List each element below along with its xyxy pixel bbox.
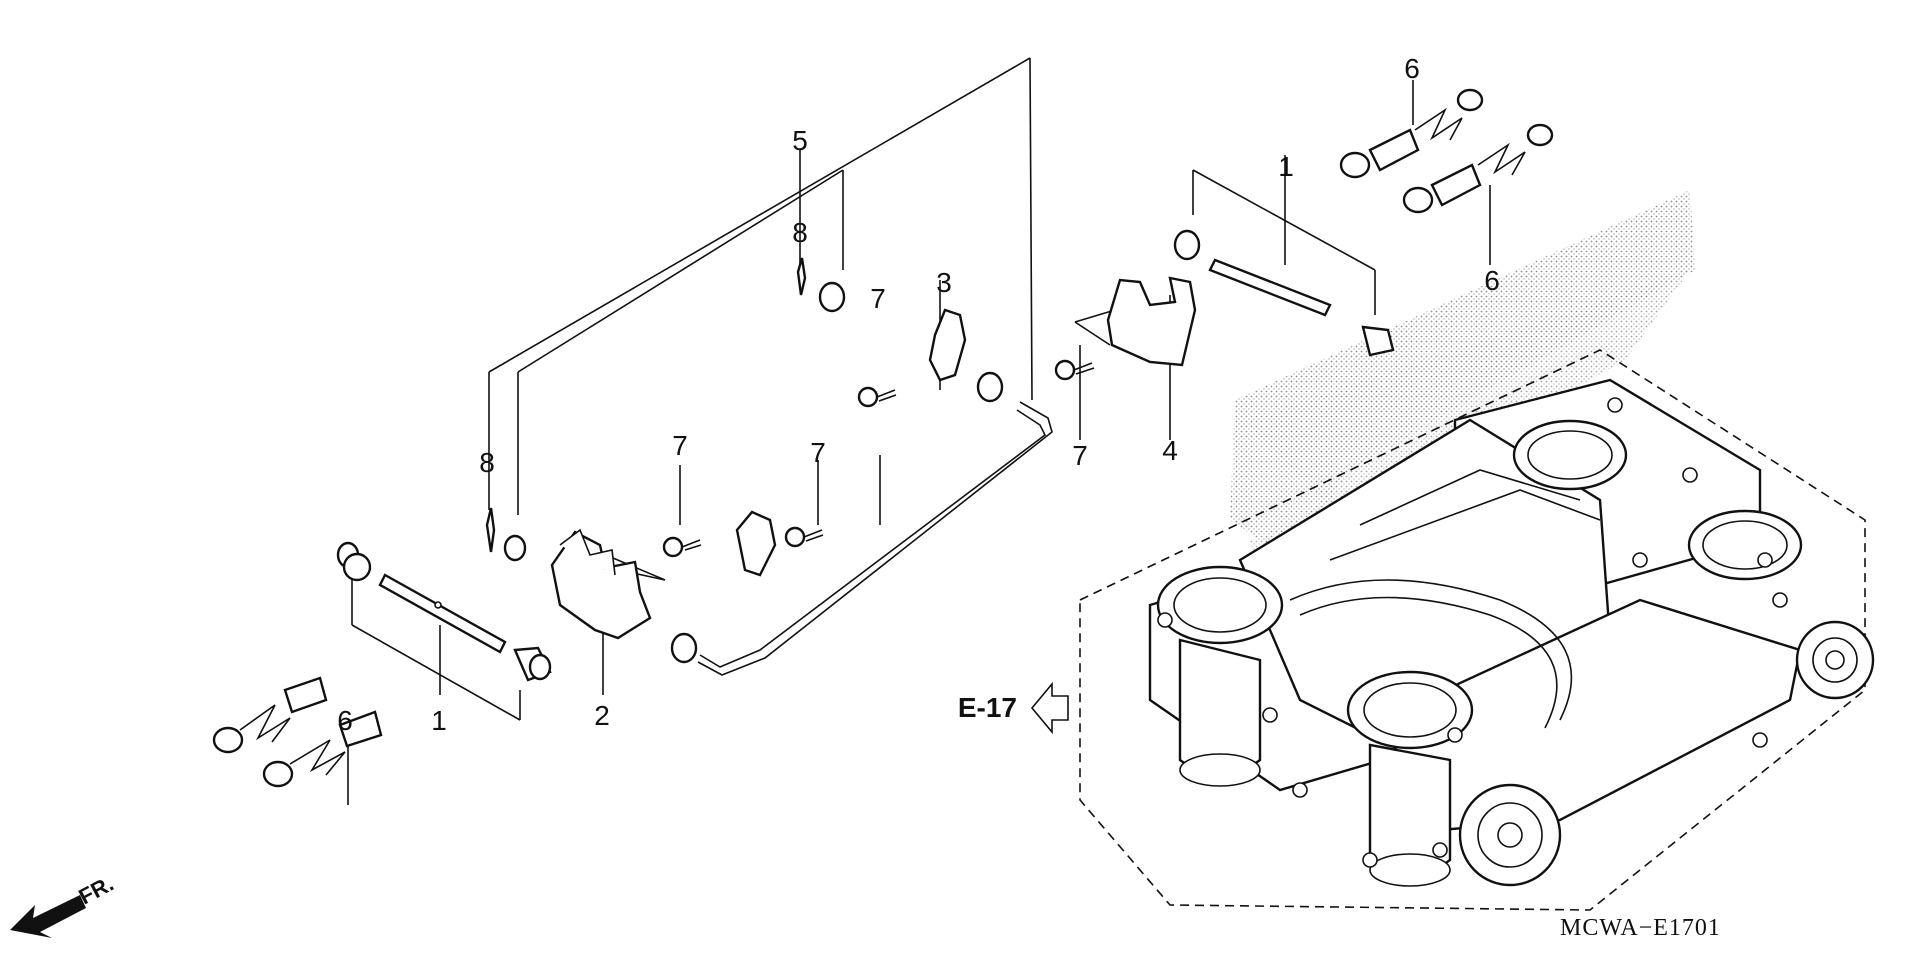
adjust-screw-right-lower: [1402, 123, 1554, 214]
callout-1-right: 1: [1278, 151, 1294, 182]
callout-labels: 6 1 2 8 5 8 7 3 7 7 7 4 1 6 6: [337, 53, 1500, 736]
callout-4: 4: [1162, 435, 1178, 466]
screw-7d: [1054, 359, 1095, 381]
callout-7-left: 7: [672, 430, 688, 461]
screw-7c: [857, 386, 897, 408]
reference-pointer: E-17: [958, 681, 1069, 735]
callout-7-mid: 7: [810, 437, 826, 468]
adjust-screw-right-upper: [1339, 88, 1484, 179]
drawing-code: MCWA−E1701: [1560, 915, 1721, 941]
front-arrow-icon: [10, 895, 86, 938]
callout-7-top: 7: [870, 283, 886, 314]
screw-7a: [662, 536, 702, 558]
callout-1-left: 1: [431, 705, 447, 736]
adjust-screw-left-lower: [262, 710, 383, 788]
adjust-screw-left-upper: [212, 676, 328, 754]
callout-7-right: 7: [1072, 440, 1088, 471]
throttle-body-assembly: [1148, 378, 1875, 887]
callout-8-top: 8: [792, 217, 808, 248]
callout-6-left: 6: [337, 705, 353, 736]
front-marker: FR.: [10, 871, 118, 938]
screw-7b: [784, 526, 824, 548]
callout-5: 5: [792, 125, 808, 156]
callout-6-top: 6: [1404, 53, 1420, 84]
reference-label: E-17: [958, 692, 1017, 723]
leader-lines: [347, 57, 1491, 805]
callout-2: 2: [594, 700, 610, 731]
callout-3: 3: [936, 267, 952, 298]
small-parts: [212, 88, 1554, 788]
callout-8-left: 8: [479, 447, 495, 478]
reference-arrow-icon: [1030, 681, 1069, 735]
callout-6-right: 6: [1484, 265, 1500, 296]
assembly-dashed-outline: [1079, 349, 1866, 911]
